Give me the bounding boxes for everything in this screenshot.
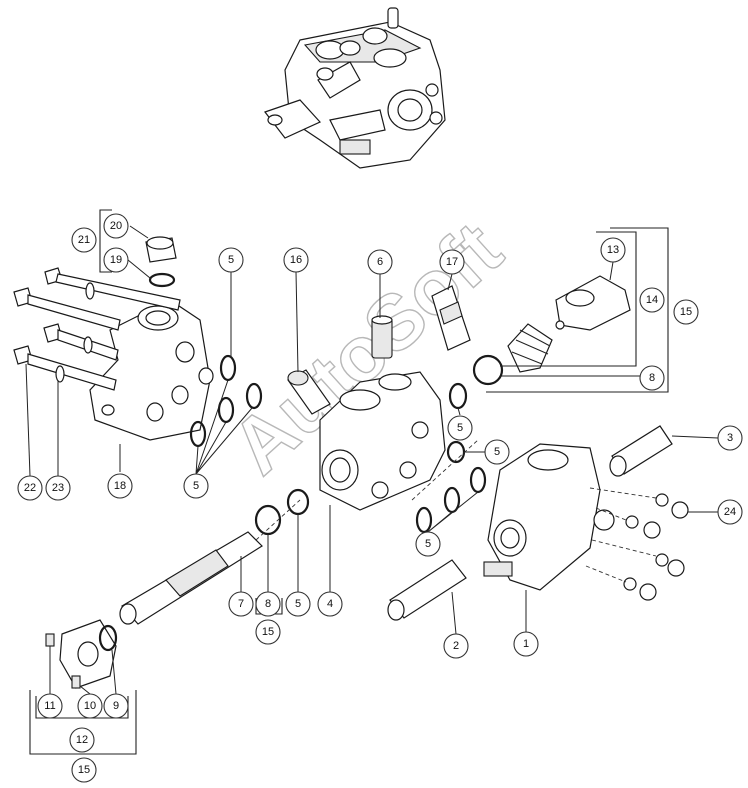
svg-text:8: 8: [265, 598, 271, 610]
callout-17: 17: [439, 249, 465, 275]
bolt-2: [13, 287, 121, 331]
svg-text:18: 18: [114, 480, 126, 492]
bolts-group: [13, 267, 181, 391]
callout-8-bottom: 8: [255, 591, 281, 617]
svg-text:5: 5: [494, 446, 500, 458]
shaft-part: [119, 531, 263, 625]
bracket-15-top: [486, 227, 669, 393]
svg-text:22: 22: [24, 482, 36, 494]
svg-text:14: 14: [646, 294, 658, 306]
callout-18: 18: [107, 473, 133, 499]
callout-15-bottom: 15: [71, 757, 97, 783]
check-valve-part: [387, 559, 467, 621]
callout-13: 13: [600, 237, 626, 263]
svg-text:11: 11: [44, 700, 55, 712]
svg-text:1: 1: [523, 638, 529, 650]
screw-10: [71, 675, 81, 689]
svg-text:24: 24: [724, 506, 736, 518]
nuts-washers-group: [585, 487, 689, 601]
svg-text:2: 2: [453, 640, 459, 652]
fitting-part: [609, 425, 673, 477]
end-cover-part: [89, 299, 214, 441]
callout-5-top: 5: [218, 247, 244, 273]
svg-text:20: 20: [110, 220, 122, 232]
leader-lines: [25, 225, 719, 695]
seal-9: [98, 624, 118, 652]
alignment-lines: [255, 439, 479, 541]
svg-text:7: 7: [238, 598, 244, 610]
inlet-section-part: [483, 443, 615, 591]
callout-23: 23: [45, 475, 71, 501]
cartridge-6-part: [371, 315, 393, 359]
svg-text:15: 15: [78, 764, 90, 776]
callout-20: 20: [103, 213, 129, 239]
svg-text:19: 19: [110, 254, 122, 266]
svg-text:17: 17: [446, 256, 458, 268]
bracket-21: [99, 209, 112, 273]
callout-15-center: 15: [255, 619, 281, 645]
relief-valve-17-part: [431, 285, 471, 351]
callout-6: 6: [367, 249, 393, 275]
valve-section-part: [319, 371, 446, 511]
washer-8-top: [472, 354, 504, 386]
callout-8-right: 8: [639, 365, 665, 391]
svg-text:13: 13: [607, 244, 619, 256]
bolt-1: [44, 267, 181, 311]
svg-text:9: 9: [113, 700, 119, 712]
callout-19: 19: [103, 247, 129, 273]
callout-2: 2: [443, 633, 469, 659]
svg-text:5: 5: [228, 254, 234, 266]
svg-text:15: 15: [262, 626, 274, 638]
plug-oring: [148, 272, 176, 288]
svg-text:12: 12: [76, 734, 88, 746]
cap-13-part: [555, 275, 631, 331]
svg-text:5: 5: [193, 480, 199, 492]
svg-text:3: 3: [727, 432, 733, 444]
callout-5-left: 5: [183, 473, 209, 499]
svg-text:10: 10: [84, 700, 96, 712]
svg-text:5: 5: [457, 422, 463, 434]
svg-text:8: 8: [649, 372, 655, 384]
washer-8-bottom: [254, 504, 282, 536]
spring-part: [507, 323, 553, 373]
bolt-4: [13, 345, 117, 391]
callout-24: 24: [717, 499, 743, 525]
svg-text:21: 21: [78, 234, 90, 246]
svg-text:16: 16: [290, 254, 302, 266]
callout-12: 12: [69, 727, 95, 753]
bracket-15-bottom: [29, 690, 137, 755]
plug-part: [145, 236, 177, 263]
callout-5-center: 5: [415, 531, 441, 557]
svg-text:4: 4: [327, 598, 333, 610]
callout-5-right: 5: [484, 439, 510, 465]
callout-4: 4: [317, 591, 343, 617]
callout-5-mid-right: 5: [447, 415, 473, 441]
callout-5-bottom: 5: [285, 591, 311, 617]
bracket-14: [500, 231, 637, 367]
seal-plate-part: [59, 619, 117, 689]
screw-11: [45, 633, 55, 647]
callout-21: 21: [71, 227, 97, 253]
callout-22: 22: [17, 475, 43, 501]
callout-3: 3: [717, 425, 743, 451]
callout-9: 9: [103, 693, 129, 719]
svg-text:5: 5: [425, 538, 431, 550]
svg-text:23: 23: [52, 482, 64, 494]
callout-16: 16: [283, 247, 309, 273]
callout-1: 1: [513, 631, 539, 657]
svg-text:15: 15: [680, 306, 692, 318]
callout-11: 11: [37, 693, 63, 719]
bolt-3: [43, 323, 119, 361]
svg-text:5: 5: [295, 598, 301, 610]
callout-14: 14: [639, 287, 665, 313]
callout-15-top-right: 15: [673, 299, 699, 325]
svg-text:6: 6: [377, 256, 383, 268]
assembled-valve-illustration: [264, 7, 446, 169]
callout-7: 7: [228, 591, 254, 617]
callout-10: 10: [77, 693, 103, 719]
